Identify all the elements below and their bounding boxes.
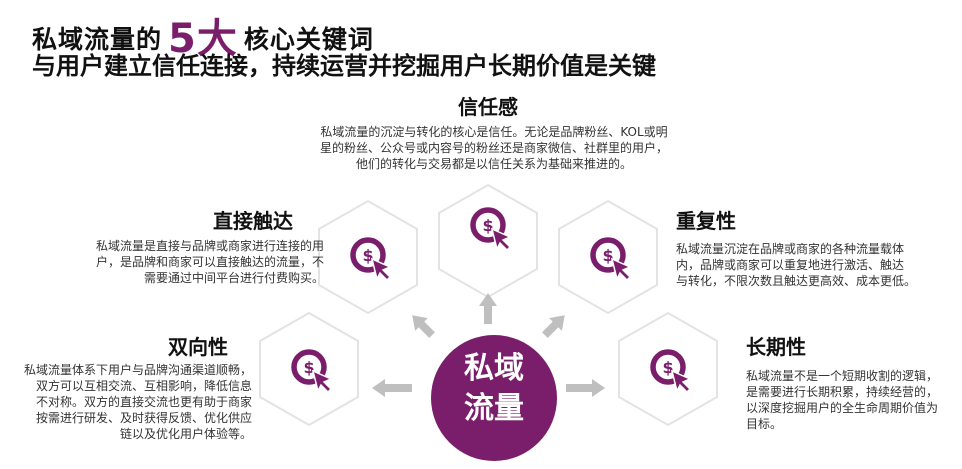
center-label-line2: 流量 (464, 391, 524, 426)
desc-line: 链以及优化用户体验等。 (119, 427, 252, 441)
hexagon-bidirectional (259, 311, 359, 427)
desc-line: 与转化，不限次数且触达更高效、成本更低。 (676, 274, 917, 288)
keyword-title-bidirectional: 双向性 (168, 335, 228, 359)
hexagon-trust (438, 183, 538, 299)
desc-line: 内，品牌或商家可以重复地进行激活、触达 (676, 258, 905, 272)
desc-line: 需要通过中间平台进行付费购买。 (143, 271, 324, 285)
arrow-up-right-icon (542, 315, 565, 338)
desc-line: 户，是品牌和商家可以直接触达的流量，不 (95, 255, 324, 269)
hexagon-long-term (618, 311, 718, 427)
arrows (372, 293, 605, 397)
desc-line: 私域流量是直接与品牌或商家进行连接的用 (95, 239, 324, 253)
keyword-title-long-term: 长期性 (746, 335, 806, 359)
desc-line: 星的粉丝、公众号或内容号的粉丝还是商家微信、社群里的用户， (319, 141, 668, 155)
desc-line: 目标。 (746, 417, 783, 431)
hexagon-direct-reach (318, 199, 418, 315)
arrow-up-icon (479, 293, 497, 324)
arrow-up-left-icon (412, 315, 435, 338)
center-label: 私域 流量 (440, 349, 548, 429)
center-label-line1: 私域 (464, 351, 524, 386)
arrow-right-icon (566, 379, 605, 397)
desc-line: 不对称。双方的直接交流也更有助于商家 (35, 395, 252, 409)
title-number: 5大 (168, 16, 238, 62)
desc-line: 他们的转化与交易都是以信任关系为基础来推进的。 (355, 157, 632, 171)
desc-line: 私域流量不是一个短期收割的逻辑， (746, 369, 939, 383)
title-part1: 私域流量的 (32, 25, 163, 54)
page-subtitle: 与用户建立信任连接，持续运营并挖掘用户长期价值是关键 (32, 52, 656, 80)
keyword-desc-trust: 私域流量的沉淀与转化的核心是信任。无论是品牌粉丝、KOL或明 星的粉丝、公众号或… (284, 124, 704, 172)
desc-line: 私域流量的沉淀与转化的核心是信任。无论是品牌粉丝、KOL或明 (320, 125, 668, 139)
center-circle (431, 335, 557, 461)
desc-line: 私域流量体系下用户与品牌沟通渠道顺畅， (23, 363, 252, 377)
desc-line: 是需要进行长期积累，持续经营的， (746, 385, 939, 399)
keyword-desc-bidirectional: 私域流量体系下用户与品牌沟通渠道顺畅， 双方可以互相交流、互相影响，降低信息 不… (4, 362, 252, 442)
desc-line: 按需进行研发、及时获得反馈、优化供应 (35, 411, 252, 425)
keyword-desc-long-term: 私域流量不是一个短期收割的逻辑， 是需要进行长期积累，持续经营的， 以深度挖掘用… (746, 368, 960, 432)
keyword-desc-direct-reach: 私域流量是直接与品牌或商家进行连接的用 户，是品牌和商家可以直接触达的流量，不 … (62, 238, 324, 286)
keyword-title-repeatability: 重复性 (676, 209, 736, 233)
title-part2: 核心关键词 (243, 25, 374, 54)
keyword-title-direct-reach: 直接触达 (213, 209, 293, 233)
desc-line: 双方可以互相交流、互相影响，降低信息 (35, 379, 252, 393)
desc-line: 私域流量沉淀在品牌或商家的各种流量载体 (676, 242, 905, 256)
arrow-left-icon (372, 379, 412, 397)
hexagon-repeatability (558, 199, 658, 315)
desc-line: 以深度挖掘用户的全生命周期价值为 (746, 401, 939, 415)
keyword-desc-repeatability: 私域流量沉淀在品牌或商家的各种流量载体 内，品牌或商家可以重复地进行激活、触达 … (676, 241, 946, 289)
keyword-title-trust: 信任感 (458, 95, 518, 119)
